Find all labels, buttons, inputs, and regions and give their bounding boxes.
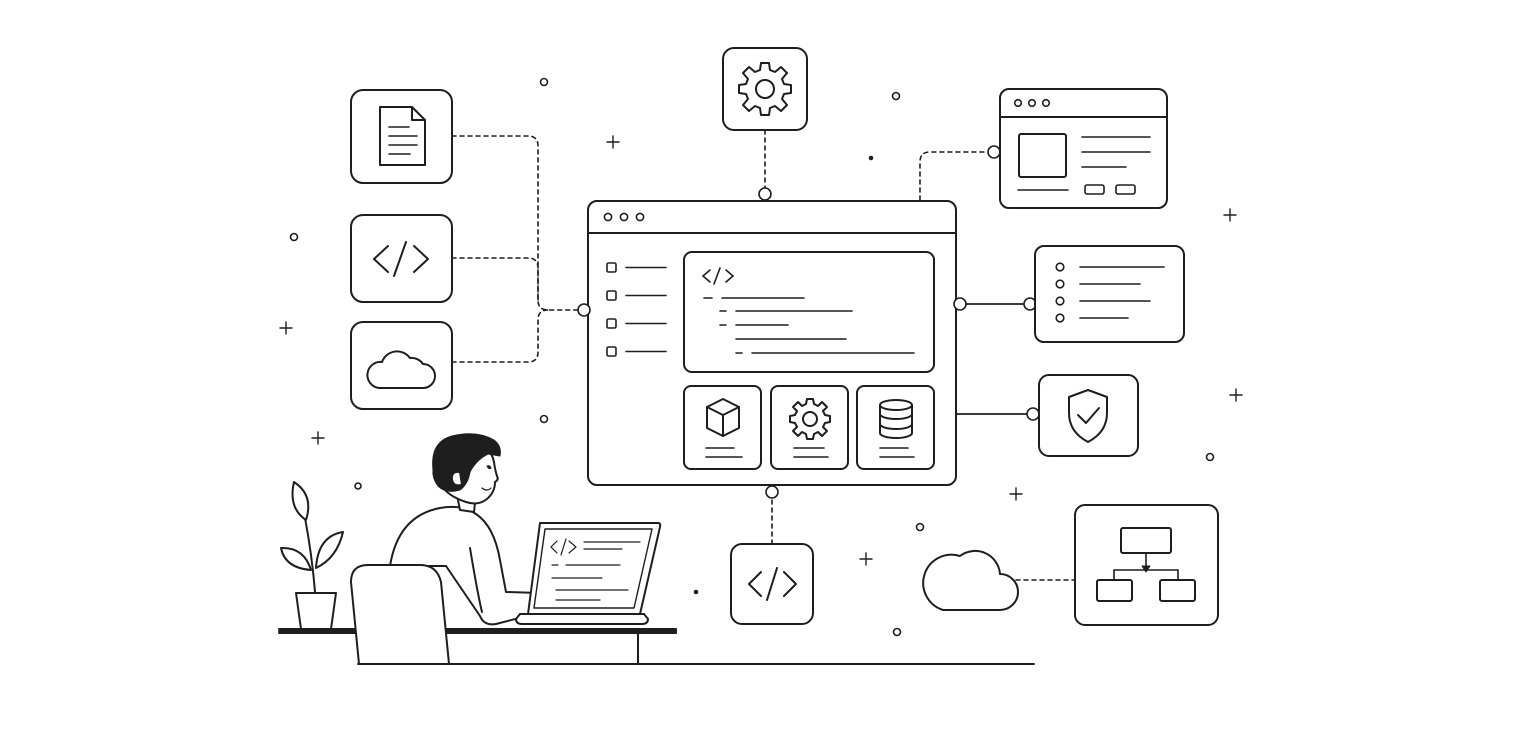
- flowchart-card[interactable]: [1075, 505, 1218, 625]
- cloud-outline: [923, 551, 1018, 610]
- sidebar-checklist: [607, 263, 666, 356]
- document-icon: [380, 107, 425, 165]
- gear-icon: [790, 399, 830, 439]
- mini-button[interactable]: [1085, 185, 1104, 194]
- eye: [487, 466, 491, 469]
- code-icon: [703, 268, 733, 284]
- cloud-icon: [367, 351, 435, 388]
- connector-cloud: [452, 310, 548, 362]
- browser-window-card[interactable]: [1000, 89, 1167, 208]
- database-icon: [880, 400, 912, 438]
- code-icon: [551, 539, 576, 555]
- tile-cloud[interactable]: [351, 322, 452, 409]
- tile-code[interactable]: [351, 215, 452, 302]
- person-coder: [390, 434, 581, 625]
- connector-document: [452, 136, 584, 310]
- module-card-database[interactable]: [857, 386, 934, 469]
- connector-browser: [920, 152, 994, 200]
- checklist-card[interactable]: [1035, 246, 1184, 342]
- tile-gear[interactable]: [723, 48, 807, 130]
- smile: [482, 488, 491, 490]
- cube-icon: [707, 399, 739, 436]
- main-app-window: [588, 201, 956, 485]
- tile-code-bottom[interactable]: [731, 544, 813, 624]
- desk: [279, 629, 676, 664]
- mini-button[interactable]: [1116, 185, 1135, 194]
- tile-document[interactable]: [351, 90, 452, 183]
- laptop-base: [516, 614, 648, 624]
- code-editor-panel: [684, 252, 934, 372]
- laptop-screen: [528, 523, 660, 614]
- connector-nodes: [578, 146, 1039, 498]
- module-card-cube[interactable]: [684, 386, 761, 469]
- connector-code: [452, 258, 538, 300]
- ear: [452, 472, 461, 486]
- decorative-sparkles: [280, 136, 1242, 565]
- gear-icon: [739, 63, 791, 115]
- code-icon: [374, 242, 428, 276]
- torso: [390, 507, 542, 624]
- cloud-icon: [923, 551, 1018, 610]
- code-icon: [749, 568, 796, 600]
- flowchart-icon: [1097, 528, 1195, 601]
- arm: [470, 548, 482, 612]
- shield-check-icon: [1069, 390, 1107, 442]
- chair: [351, 565, 449, 664]
- security-card[interactable]: [1039, 375, 1138, 456]
- decorative-dots: [291, 79, 1214, 636]
- potted-plant: [281, 482, 343, 629]
- hair: [433, 434, 501, 492]
- window-controls: [604, 213, 643, 220]
- laptop: [516, 523, 660, 624]
- image-placeholder: [1019, 134, 1066, 177]
- connectors: [452, 130, 1075, 580]
- checklist-icon: [1056, 263, 1164, 322]
- module-card-gear[interactable]: [771, 386, 848, 469]
